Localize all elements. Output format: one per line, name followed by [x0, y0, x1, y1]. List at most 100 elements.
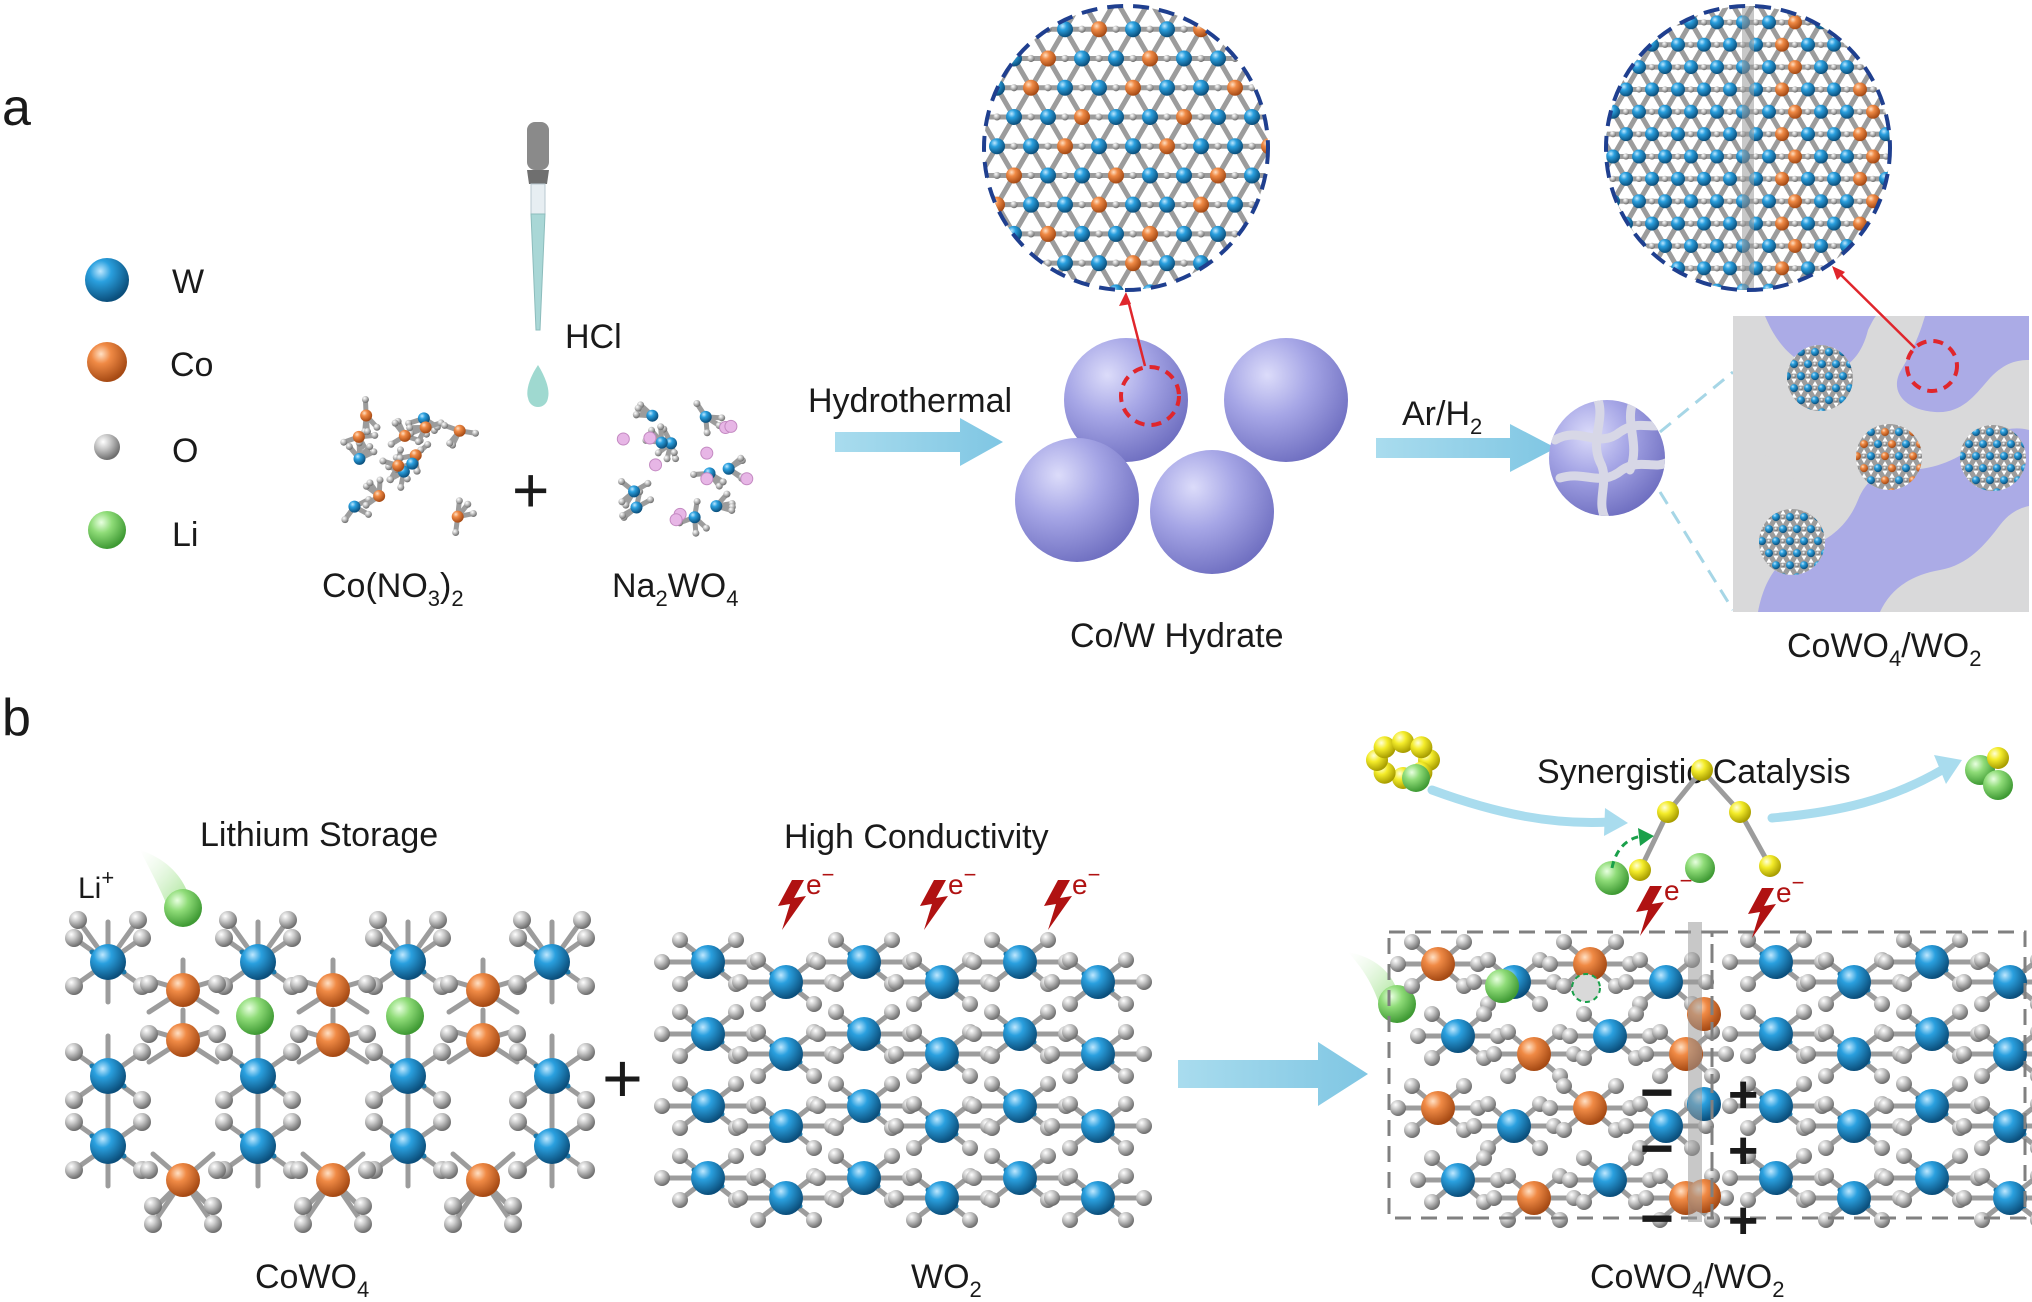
- oxygen-atom: [1112, 142, 1120, 150]
- cobalt-atom: [1775, 6, 1789, 7]
- oxygen-atom: [2002, 466, 2006, 470]
- oxygen-atom: [993, 171, 1001, 180]
- tungsten-atom: [1710, 238, 1724, 253]
- oxygen-atom: [1722, 954, 1738, 970]
- oxygen-atom: [2002, 442, 2006, 446]
- oxygen-atom: [1129, 0, 1136, 4]
- composite-label-a: CoWO4/WO2: [1787, 627, 1981, 671]
- lithium-atom: [386, 997, 424, 1035]
- oxygen-atom: [962, 996, 978, 1012]
- oxygen-atom: [433, 929, 451, 947]
- tungsten-atom: [1993, 440, 2001, 449]
- oxygen-atom: [1896, 0, 1902, 3]
- tungsten-atom: [1227, 196, 1243, 213]
- oxygen-atom: [1800, 1118, 1816, 1134]
- oxygen-atom: [1404, 1122, 1420, 1138]
- li-ion-label: Li+: [78, 865, 114, 905]
- tungsten-atom: [1840, 194, 1854, 209]
- tungsten-atom: [240, 1058, 276, 1094]
- tungsten-atom: [1807, 549, 1815, 558]
- tungsten-atom: [1801, 82, 1815, 97]
- oxygen-atom: [1752, 153, 1760, 160]
- oxygen-atom: [962, 1212, 978, 1228]
- tungsten-atom: [1645, 216, 1659, 231]
- cobalt-atom: [1888, 440, 1896, 449]
- oxygen-atom: [1480, 952, 1496, 968]
- bond: [1266, 143, 1268, 178]
- oxygen-atom: [358, 1161, 376, 1179]
- bond: [1870, 265, 1889, 290]
- zoom-guide-bottom: [1658, 491, 1735, 611]
- oxygen-atom: [1674, 198, 1682, 205]
- tungsten-atom: [1759, 945, 1793, 979]
- oxygen-atom: [1827, 362, 1831, 366]
- oxygen-atom: [1974, 996, 1990, 1012]
- cobalt-atom: [1881, 452, 1889, 461]
- tungsten-atom: [1710, 104, 1724, 119]
- tungsten-atom: [1684, 194, 1698, 209]
- oxygen-atom: [1112, 259, 1120, 267]
- oxygen-atom: [1799, 386, 1803, 390]
- tungsten-atom: [2000, 476, 2008, 485]
- tungsten-atom: [1710, 194, 1724, 209]
- bond: [1701, 288, 1720, 290]
- bond: [1623, 243, 1642, 271]
- co-nitrate-cluster: [340, 396, 480, 537]
- oxygen-atom: [1817, 131, 1825, 138]
- catalysis-arrow-in: [1427, 785, 1615, 827]
- tungsten-atom: [1993, 1109, 2027, 1143]
- bond: [1232, 289, 1255, 290]
- oxygen-atom: [1883, 466, 1887, 470]
- oxygen-atom: [1766, 0, 1772, 3]
- oxygen-atom: [376, 476, 384, 484]
- oxygen-atom: [1609, 41, 1617, 48]
- tungsten-atom: [1040, 108, 1056, 125]
- oxygen-atom: [1804, 287, 1812, 290]
- tungsten-atom: [2014, 452, 2022, 461]
- bond: [1844, 19, 1863, 48]
- oxygen-atom: [672, 1004, 688, 1020]
- bond: [1740, 288, 1759, 290]
- oxygen-atom: [1136, 1046, 1152, 1062]
- tungsten-atom: [1593, 1019, 1627, 1053]
- oxygen-atom: [1112, 25, 1120, 33]
- tungsten-atom: [1837, 1181, 1871, 1215]
- oxygen-atom: [1197, 113, 1205, 121]
- tungsten-atom: [989, 255, 1005, 272]
- oxygen-atom: [1674, 287, 1682, 290]
- tungsten-atom: [1176, 167, 1192, 184]
- sodium-atom: [616, 432, 630, 446]
- oxygen-atom: [1791, 175, 1799, 183]
- oxygen-atom: [1118, 1168, 1134, 1184]
- tungsten-atom: [1786, 561, 1794, 570]
- interface-plane: [1688, 922, 1702, 1222]
- oxygen-atom: [1095, 230, 1103, 238]
- oxygen-atom: [644, 479, 652, 487]
- oxygen-atom: [1410, 1028, 1426, 1044]
- oxygen-atom: [1856, 242, 1864, 250]
- tungsten-atom: [1972, 452, 1980, 461]
- tungsten-atom: [1023, 138, 1039, 155]
- oxygen-atom: [1830, 108, 1838, 115]
- oxygen-atom: [1974, 1024, 1990, 1040]
- bond: [1249, 231, 1268, 266]
- tungsten-atom: [1759, 1161, 1793, 1195]
- oxygen-atom: [1282, 260, 1289, 267]
- oxygen-atom: [672, 1120, 688, 1136]
- oxygen-atom: [884, 1148, 900, 1164]
- oxygen-atom: [654, 1098, 670, 1114]
- oxygen-atom: [1040, 1076, 1056, 1092]
- tungsten-atom: [1800, 537, 1808, 546]
- tungsten-atom: [1074, 167, 1090, 184]
- bond: [1662, 6, 1681, 25]
- bond: [1249, 55, 1268, 91]
- tungsten-atom: [406, 457, 419, 470]
- tungsten-atom: [1606, 60, 1620, 75]
- bond: [1606, 19, 1616, 48]
- tungsten-atom: [1697, 261, 1711, 276]
- oxygen-atom: [219, 911, 237, 929]
- oxygen-atom: [1532, 996, 1548, 1012]
- bond: [963, 58, 980, 87]
- oxygen-atom: [1556, 1078, 1572, 1094]
